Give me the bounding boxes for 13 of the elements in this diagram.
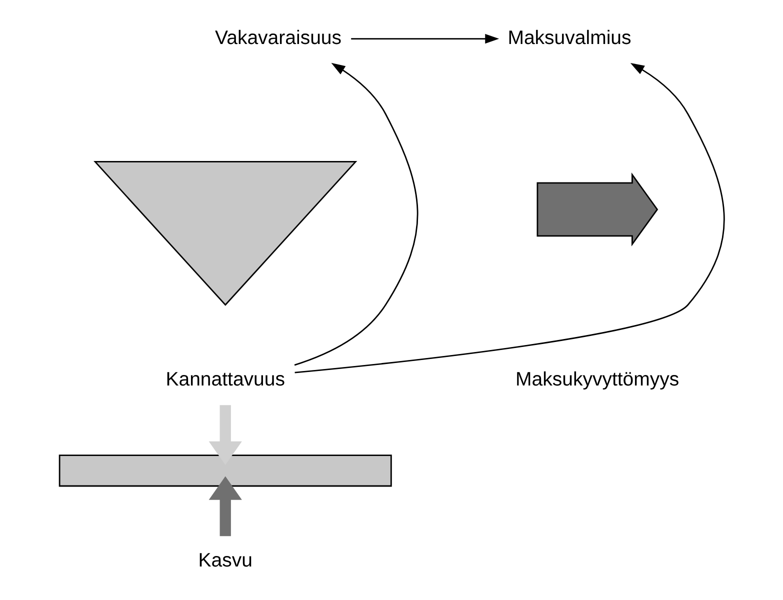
node-text: Kasvu: [198, 549, 252, 572]
arrow: [208, 405, 242, 466]
node-arrow: [536, 172, 658, 246]
node-triangle: [93, 161, 357, 306]
arrow: [350, 34, 499, 44]
node-text: Maksuvalmius: [507, 26, 631, 49]
arrow: [294, 63, 724, 374]
arrow: [208, 476, 242, 536]
arrow: [294, 62, 418, 366]
label: Maksukyvyttömyys: [515, 368, 679, 390]
node-bar: [58, 454, 392, 487]
node-text: Vakavaraisuus: [214, 26, 342, 49]
node-text: Kannattavuus: [165, 368, 284, 390]
